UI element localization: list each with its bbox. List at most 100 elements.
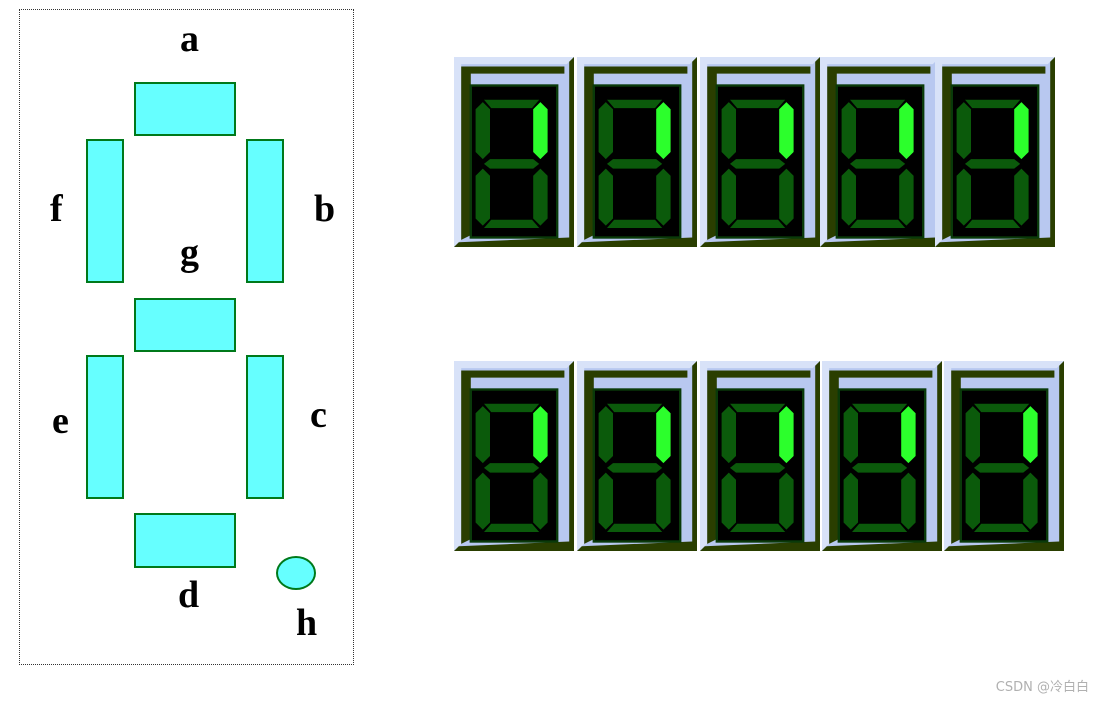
led-segment-a xyxy=(607,403,663,413)
led-digit xyxy=(577,361,697,551)
segment-b xyxy=(246,139,284,283)
label-b: b xyxy=(314,188,336,230)
label-a: a xyxy=(180,18,199,60)
led-segment-b xyxy=(899,102,914,160)
led-segment-a xyxy=(484,99,540,109)
led-segment-f xyxy=(843,406,858,464)
led-digit-graphic xyxy=(454,57,574,247)
led-segment-d xyxy=(484,523,540,532)
led-segment-e xyxy=(475,472,490,530)
label-f: f xyxy=(50,188,63,230)
led-segment-a xyxy=(730,403,786,413)
led-segment-a xyxy=(607,99,663,109)
led-segment-e xyxy=(956,168,971,226)
led-segment-c xyxy=(533,472,548,530)
led-digit-graphic xyxy=(577,361,697,551)
led-digit-graphic xyxy=(700,361,820,551)
led-segment-f xyxy=(475,102,490,160)
led-segment-g xyxy=(484,159,540,169)
led-segment-b xyxy=(779,406,794,464)
led-segment-g xyxy=(730,463,786,473)
led-segment-d xyxy=(484,219,540,228)
led-segment-b xyxy=(533,102,548,160)
led-segment-b xyxy=(779,102,794,160)
led-segment-c xyxy=(533,168,548,226)
led-segment-a xyxy=(852,403,908,413)
segment-e xyxy=(86,355,124,499)
label-e: e xyxy=(52,400,69,442)
led-segment-d xyxy=(852,523,908,532)
led-segment-e xyxy=(598,168,613,226)
segment-h-dot xyxy=(276,556,316,590)
led-segment-a xyxy=(730,99,786,109)
led-segment-b xyxy=(533,406,548,464)
led-segment-g xyxy=(965,159,1021,169)
seven-segment-diagram: a b c d e f g h xyxy=(19,9,354,665)
led-segment-g xyxy=(850,159,906,169)
segment-f xyxy=(86,139,124,283)
led-segment-e xyxy=(721,168,736,226)
led-segment-b xyxy=(1014,102,1029,160)
led-segment-d xyxy=(607,523,663,532)
led-segment-c xyxy=(656,168,671,226)
label-h: h xyxy=(296,602,318,644)
label-c: c xyxy=(310,394,327,436)
led-segment-d xyxy=(974,523,1030,532)
led-segment-f xyxy=(965,406,980,464)
led-segment-g xyxy=(974,463,1030,473)
led-segment-g xyxy=(607,463,663,473)
led-segment-f xyxy=(721,406,736,464)
led-segment-g xyxy=(484,463,540,473)
display-row-1 xyxy=(454,57,1056,247)
led-digit xyxy=(944,361,1064,551)
led-segment-d xyxy=(965,219,1021,228)
led-segment-e xyxy=(965,472,980,530)
led-segment-b xyxy=(901,406,916,464)
led-segment-c xyxy=(779,168,794,226)
segment-a xyxy=(134,82,236,136)
led-digit xyxy=(700,361,820,551)
led-segment-e xyxy=(475,168,490,226)
label-d: d xyxy=(178,574,200,616)
led-digit xyxy=(454,361,574,551)
led-digit-graphic xyxy=(700,57,820,247)
led-segment-c xyxy=(899,168,914,226)
led-segment-d xyxy=(607,219,663,228)
led-segment-a xyxy=(484,403,540,413)
led-segment-e xyxy=(721,472,736,530)
led-segment-f xyxy=(598,406,613,464)
led-segment-g xyxy=(730,159,786,169)
led-segment-c xyxy=(1014,168,1029,226)
led-segment-b xyxy=(656,406,671,464)
led-segment-c xyxy=(779,472,794,530)
led-digit xyxy=(935,57,1055,247)
led-segment-f xyxy=(956,102,971,160)
led-segment-e xyxy=(843,472,858,530)
led-digit-graphic xyxy=(935,57,1055,247)
led-segment-b xyxy=(656,102,671,160)
led-segment-d xyxy=(730,523,786,532)
led-digit-graphic xyxy=(944,361,1064,551)
led-segment-a xyxy=(850,99,906,109)
led-segment-f xyxy=(598,102,613,160)
led-digit xyxy=(454,57,574,247)
led-segment-e xyxy=(841,168,856,226)
display-row-2 xyxy=(454,361,1065,551)
led-digit xyxy=(820,57,940,247)
led-segment-a xyxy=(965,99,1021,109)
led-digit-graphic xyxy=(820,57,940,247)
label-g: g xyxy=(180,232,199,274)
led-digit-graphic xyxy=(822,361,942,551)
led-digit xyxy=(700,57,820,247)
led-segment-c xyxy=(1023,472,1038,530)
led-segment-f xyxy=(721,102,736,160)
led-segment-b xyxy=(1023,406,1038,464)
watermark: CSDN @冷白白 xyxy=(995,680,1089,695)
led-digit-graphic xyxy=(577,57,697,247)
led-segment-c xyxy=(901,472,916,530)
led-digit xyxy=(822,361,942,551)
led-segment-g xyxy=(607,159,663,169)
led-segment-c xyxy=(656,472,671,530)
led-segment-d xyxy=(730,219,786,228)
segment-d xyxy=(134,513,236,568)
